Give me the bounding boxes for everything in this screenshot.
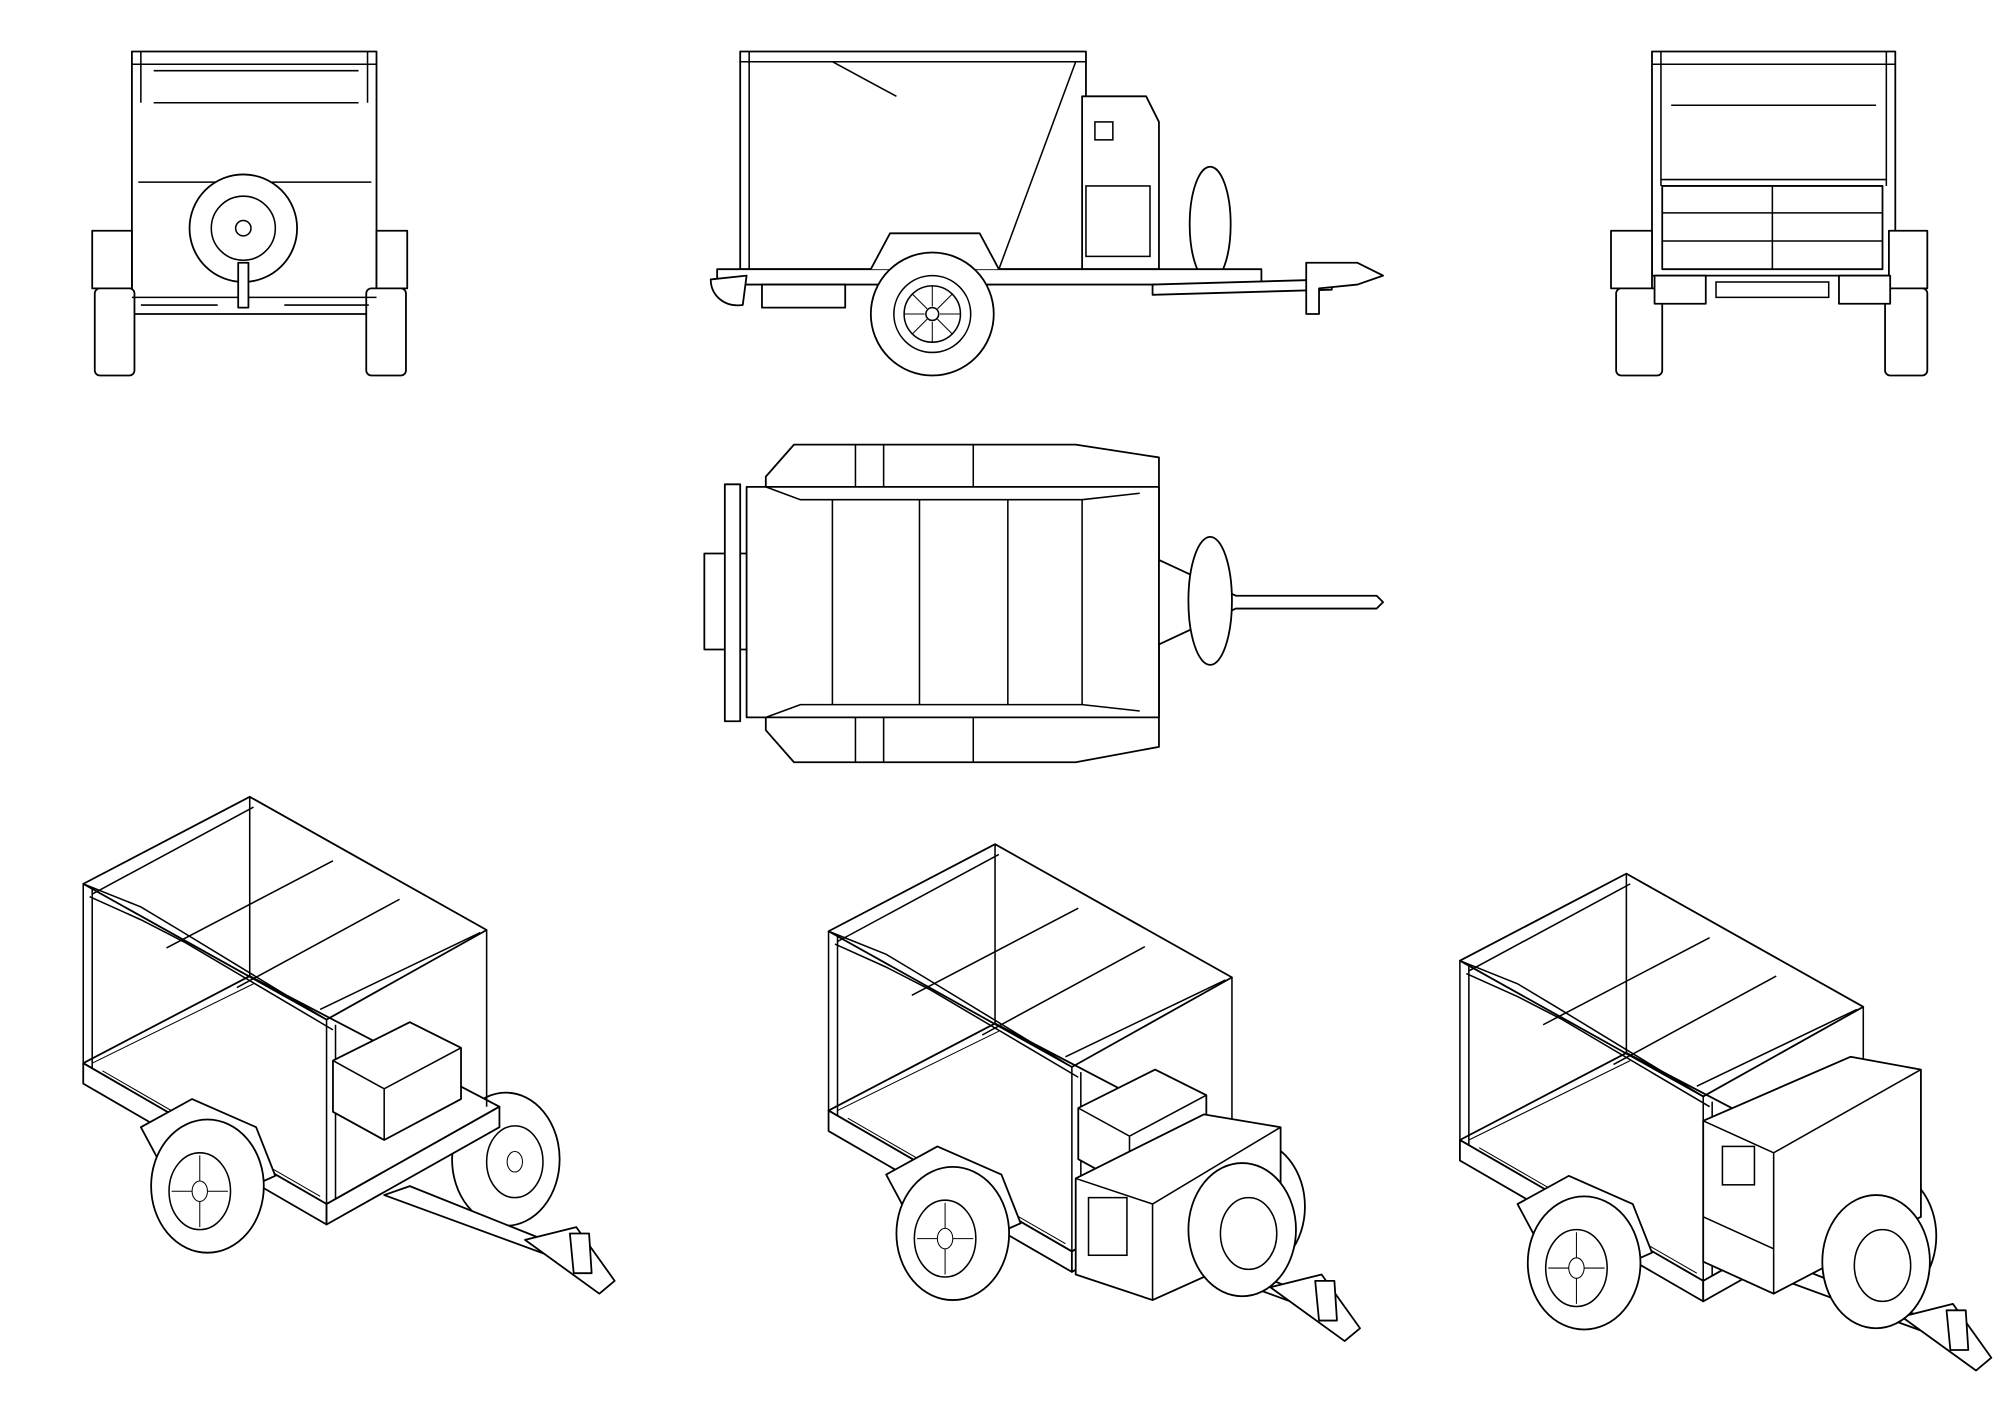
top-view: [703, 443, 1384, 764]
iso-view-full-canopy-extra: [1702, 1055, 1931, 1330]
rear-view: [91, 50, 409, 377]
spare-wheel-icon: [188, 173, 298, 309]
iso-view-frame: [82, 795, 616, 1295]
front-view: [1610, 50, 1929, 377]
side-view: [709, 50, 1384, 377]
iso-view-front-box-extra: [1074, 1113, 1297, 1301]
